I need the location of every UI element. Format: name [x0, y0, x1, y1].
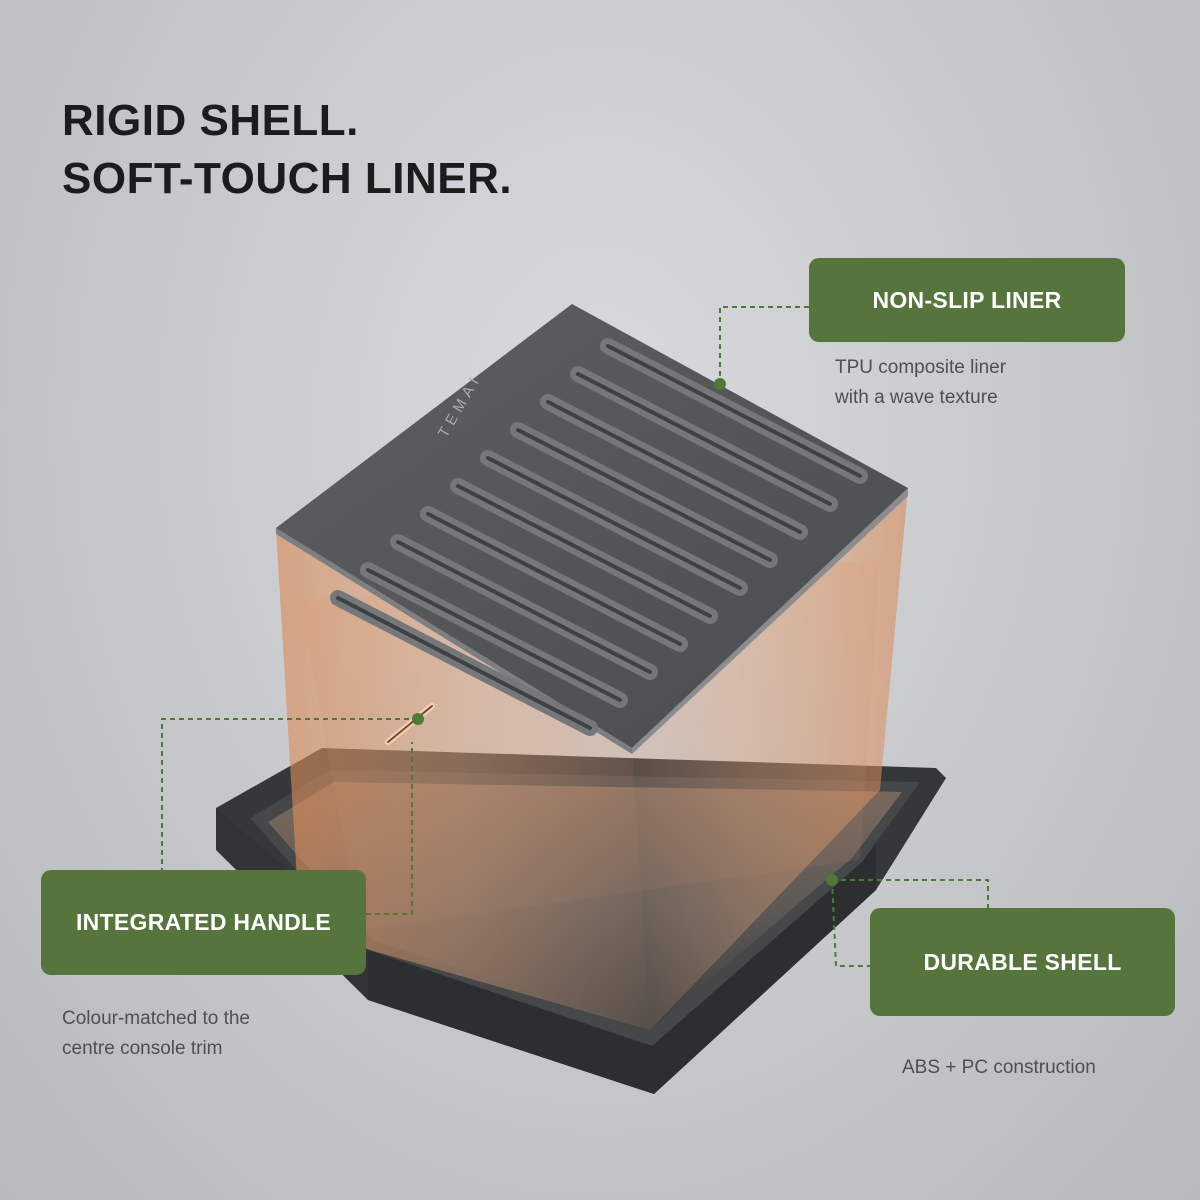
handle-slot — [385, 703, 435, 745]
callout-integrated-handle: INTEGRATED HANDLE — [41, 870, 366, 975]
headline-line-1: RIGID SHELL. — [62, 96, 359, 145]
leader-lines — [161, 306, 989, 967]
callout-integrated-handle-desc: Colour-matched to the centre console tri… — [62, 1004, 250, 1064]
leader-line-liner — [719, 306, 809, 384]
liner-edge-right — [632, 488, 908, 754]
liner-wave-texture — [330, 338, 868, 736]
dot-marker-icon — [826, 874, 838, 886]
callout-non-slip-liner: NON-SLIP LINER — [809, 258, 1125, 342]
callout-durable-shell-label: DURABLE SHELL — [923, 948, 1122, 975]
dot-marker-icon — [714, 378, 726, 390]
leader-line-shell-bottom — [831, 879, 870, 967]
callout-integrated-handle-label: INTEGRATED HANDLE — [75, 909, 332, 935]
callout-non-slip-liner-label: NON-SLIP LINER — [872, 286, 1062, 313]
callout-non-slip-liner-desc: TPU composite liner with a wave texture — [835, 353, 1006, 413]
leader-line-handle-top — [161, 718, 418, 870]
desc-line: ABS + PC construction — [902, 1057, 1096, 1078]
desc-line: with a wave texture — [835, 387, 998, 408]
desc-line: centre console trim — [62, 1038, 223, 1059]
desc-line: TPU composite liner — [835, 357, 1007, 378]
callout-durable-shell-desc: ABS + PC construction — [902, 1053, 1096, 1083]
leader-line-shell-top — [832, 879, 989, 908]
headline-line-2: SOFT-TOUCH LINER. — [62, 154, 513, 203]
headline: RIGID SHELL. SOFT-TOUCH LINER. — [62, 92, 512, 208]
callout-durable-shell: DURABLE SHELL — [870, 908, 1175, 1016]
leader-dots — [412, 378, 838, 886]
leader-line-handle-bottom — [366, 742, 413, 915]
desc-line: Colour-matched to the — [62, 1008, 250, 1029]
dot-marker-icon — [412, 713, 424, 725]
